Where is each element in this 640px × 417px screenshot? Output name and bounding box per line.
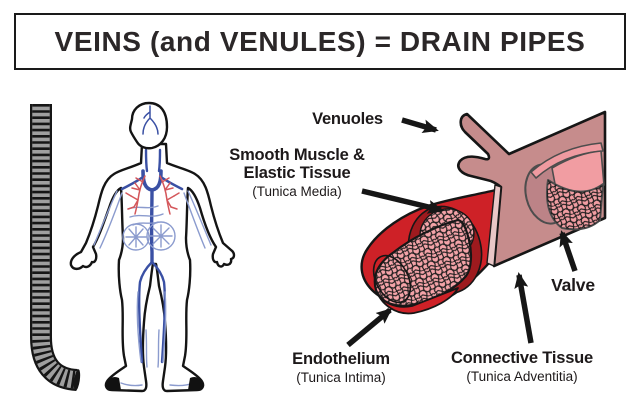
left-shoe-tip (105, 376, 121, 390)
endothelium-texture (374, 220, 471, 306)
adventitia-cut-band (486, 184, 502, 267)
human-body-figure (69, 101, 236, 393)
venous-system-light (93, 190, 212, 387)
connective-sub: (Tunica Adventitia) (466, 368, 578, 384)
valve-text: Valve (551, 275, 595, 295)
valve-illustration (524, 142, 605, 231)
valve-flap-mesh-texture (546, 180, 603, 230)
label-venules: Venuoles (300, 110, 395, 129)
head-veins (142, 105, 159, 135)
endothelium-sub: (Tunica Intima) (296, 369, 386, 385)
endothelium-arrow (346, 307, 393, 348)
pipe-ridges (32, 104, 78, 389)
label-valve: Valve (540, 276, 606, 295)
venules-text: Venuoles (312, 110, 383, 128)
pipe-end-cap (73, 369, 81, 391)
smooth-muscle-sub: (Tunica Media) (252, 183, 342, 199)
smooth-muscle-line2: Elastic Tissue (243, 163, 351, 182)
label-smooth-muscle: Smooth Muscle & Elastic Tissue (Tunica M… (222, 146, 372, 199)
page-title: VEINS (and VENULES) = DRAIN PIPES (54, 25, 586, 57)
connective-tissue-arrow (514, 272, 534, 344)
title-banner: VEINS (and VENULES) = DRAIN PIPES (14, 13, 626, 70)
connective-text: Connective Tissue (450, 349, 594, 367)
body-outline (69, 142, 236, 393)
pulmonary-vessels (125, 175, 180, 215)
endothelium-end-cap (372, 254, 412, 304)
valve-arrow (559, 230, 578, 272)
label-endothelium: Endothelium (Tunica Intima) (266, 350, 416, 385)
label-connective-tissue: Connective Tissue (Tunica Adventitia) (437, 349, 607, 384)
right-shoe-tip (188, 376, 204, 390)
head-outline (128, 101, 169, 150)
smooth-muscle-line1: Smooth Muscle & (229, 146, 365, 164)
valve-lip-band (530, 142, 604, 179)
drain-pipe-illustration (30, 104, 81, 391)
label-arrows (346, 117, 578, 348)
venules-arrow (401, 117, 439, 134)
tunica-media-arrow (361, 188, 444, 214)
endothelium-text: Endothelium (292, 350, 390, 368)
